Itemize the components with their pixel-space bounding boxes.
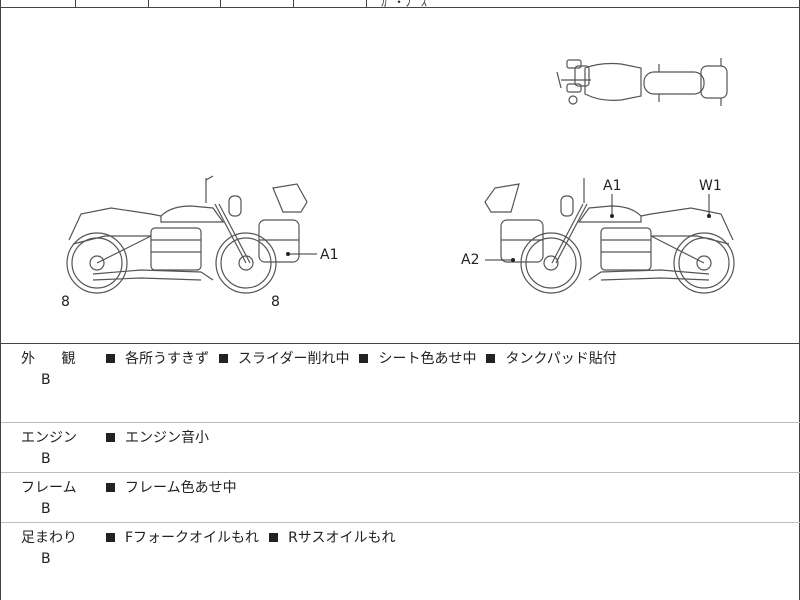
damage-point bbox=[286, 252, 290, 256]
mark-a2: A2 bbox=[461, 252, 479, 268]
note-item: シート色あせ中 bbox=[359, 348, 476, 368]
damage-point bbox=[511, 258, 515, 262]
header-cell bbox=[220, 0, 294, 8]
mark-w1: W1 bbox=[699, 178, 722, 194]
note-item: フレーム色あせ中 bbox=[106, 477, 237, 497]
note-item: エンジン音小 bbox=[106, 427, 209, 447]
note-item: Fフォークオイルもれ bbox=[106, 527, 259, 547]
row-suspension: 足まわり B Fフォークオイルもれ Rサスオイルもれ bbox=[1, 523, 800, 600]
note-text: タンクパッド貼付 bbox=[505, 351, 617, 367]
row-grade-engine: B bbox=[41, 451, 51, 467]
header-text-fragment: ｶﾞ・ﾌﾞ ｽ bbox=[381, 0, 427, 9]
bike-top-view bbox=[556, 58, 728, 106]
damage-diagram: A1 8 8 bbox=[1, 8, 800, 344]
row-items-suspension: Fフォークオイルもれ Rサスオイルもれ bbox=[106, 527, 396, 547]
bullet-square-icon bbox=[106, 482, 115, 492]
bullet-square-icon bbox=[106, 432, 115, 442]
row-label-frame: フレーム bbox=[21, 480, 77, 496]
bullet-square-icon bbox=[269, 532, 279, 542]
header-cell bbox=[75, 0, 149, 8]
mark-8-rear: 8 bbox=[61, 294, 70, 310]
note-text: スライダー削れ中 bbox=[238, 351, 350, 367]
note-item: タンクパッド貼付 bbox=[486, 348, 617, 368]
note-text: シート色あせ中 bbox=[378, 351, 477, 367]
bike-left-side-view bbox=[66, 175, 308, 294]
header-cell bbox=[1, 0, 76, 8]
bullet-square-icon bbox=[486, 353, 496, 363]
note-item: スライダー削れ中 bbox=[219, 348, 349, 368]
row-items-frame: フレーム色あせ中 bbox=[106, 477, 237, 497]
header-cells-strip: ｶﾞ・ﾌﾞ ｽ bbox=[1, 0, 800, 9]
note-text: Fフォークオイルもれ bbox=[125, 530, 260, 546]
row-label-engine: エンジン bbox=[21, 430, 77, 446]
bike-right-side-view bbox=[484, 178, 735, 294]
row-frame: フレーム B フレーム色あせ中 bbox=[1, 473, 800, 523]
mark-a1-tank: A1 bbox=[603, 178, 621, 194]
bullet-square-icon bbox=[106, 532, 115, 542]
note-item: Rサスオイルもれ bbox=[269, 527, 396, 547]
note-item: 各所うすきず bbox=[106, 348, 209, 368]
bullet-square-icon bbox=[359, 353, 369, 363]
note-text: Rサスオイルもれ bbox=[288, 530, 396, 546]
damage-point bbox=[707, 214, 711, 218]
header-cell bbox=[293, 0, 367, 8]
row-label-suspension: 足まわり bbox=[21, 530, 77, 546]
mark-8-front: 8 bbox=[271, 294, 280, 310]
row-grade-appearance: B bbox=[41, 372, 51, 388]
note-text: エンジン音小 bbox=[125, 430, 209, 446]
row-label-appearance: 外 観 bbox=[21, 351, 87, 367]
diagram-svg: A1 8 8 bbox=[61, 58, 735, 310]
note-text: フレーム色あせ中 bbox=[125, 480, 237, 496]
row-items-appearance: 各所うすきず スライダー削れ中 シート色あせ中 タンクパッド貼付 bbox=[106, 348, 617, 368]
bullet-square-icon bbox=[106, 353, 115, 363]
row-engine: エンジン B エンジン音小 bbox=[1, 423, 800, 473]
row-grade-suspension: B bbox=[41, 551, 51, 567]
bullet-square-icon bbox=[219, 353, 228, 363]
header-cell bbox=[148, 0, 221, 8]
damage-point bbox=[610, 214, 614, 218]
row-grade-frame: B bbox=[41, 501, 51, 517]
note-text: 各所うすきず bbox=[125, 351, 209, 367]
mark-a1-left: A1 bbox=[320, 247, 338, 263]
row-appearance: 外 観 B 各所うすきず スライダー削れ中 シート色あせ中 タンクパッド貼付 bbox=[1, 344, 800, 423]
row-items-engine: エンジン音小 bbox=[106, 427, 209, 447]
